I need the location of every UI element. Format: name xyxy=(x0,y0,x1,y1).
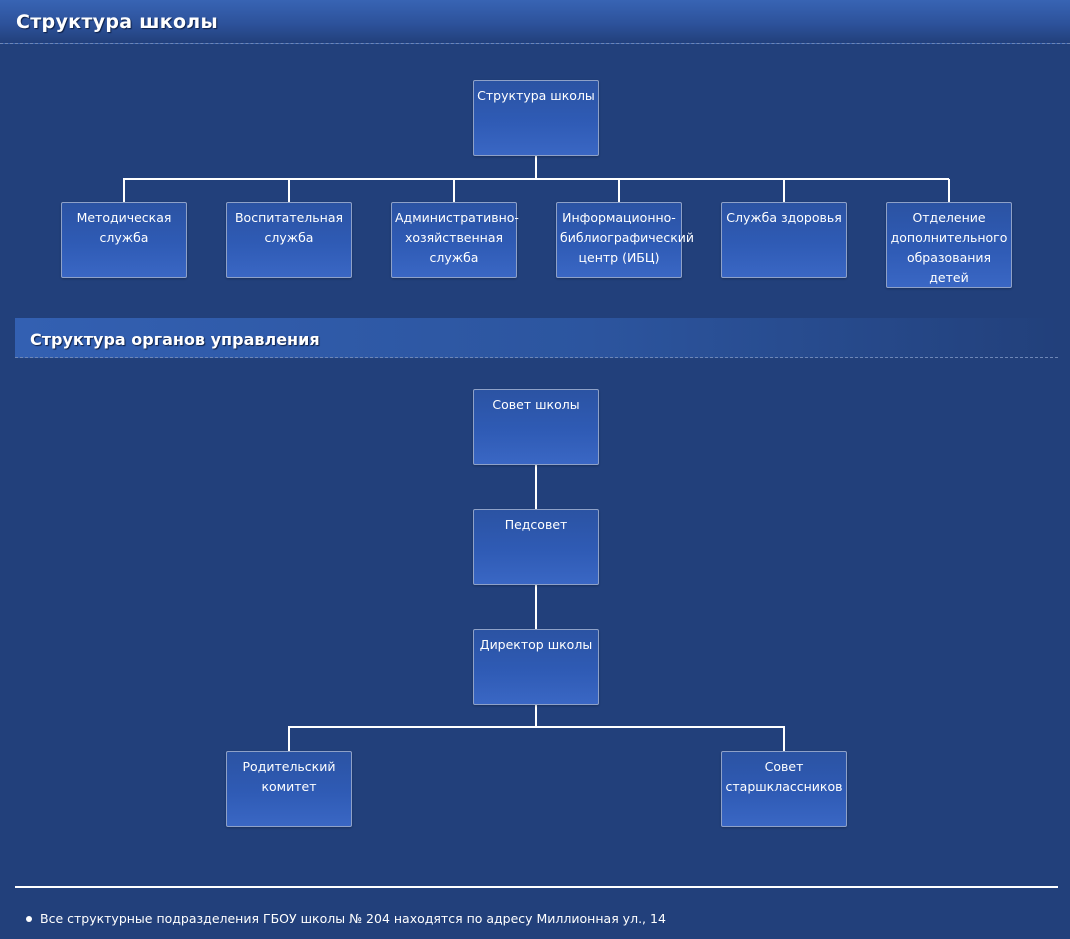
org-node-additional-education: Отделение дополнительного образования де… xyxy=(886,202,1012,288)
org-node-library-center: Информационно-библиографический центр (И… xyxy=(556,202,694,278)
footer-note-text: Все структурные подразделения ГБОУ школы… xyxy=(40,911,666,926)
footer-divider xyxy=(15,886,1058,888)
org-node-senior-council: Совет старшклассников xyxy=(721,751,847,827)
org-node-pedsovet: Педсовет xyxy=(473,509,599,585)
org-node-parents-committee: Родительский комитет xyxy=(226,751,352,827)
org-node-director: Директор школы xyxy=(473,629,599,705)
footer-note: Все структурные подразделения ГБОУ школы… xyxy=(26,911,666,926)
org-node-methodical-service: Методическая служба xyxy=(61,202,187,278)
org-node-school-council: Совет школы xyxy=(473,389,599,465)
org-node-school-structure: Структура школы xyxy=(473,80,599,156)
org-node-health-service: Служба здоровья xyxy=(721,202,847,278)
bullet-icon xyxy=(26,915,32,922)
section-header-governance: Структура органов управления xyxy=(15,318,1058,358)
org-node-educational-service: Воспитательная служба xyxy=(226,202,352,278)
page-title: Структура школы xyxy=(16,11,218,33)
org-node-administrative-service: Административно-хозяйственная служба xyxy=(391,202,519,278)
section-title: Структура органов управления xyxy=(30,330,320,349)
section-header-school-structure: Структура школы xyxy=(0,0,1070,44)
